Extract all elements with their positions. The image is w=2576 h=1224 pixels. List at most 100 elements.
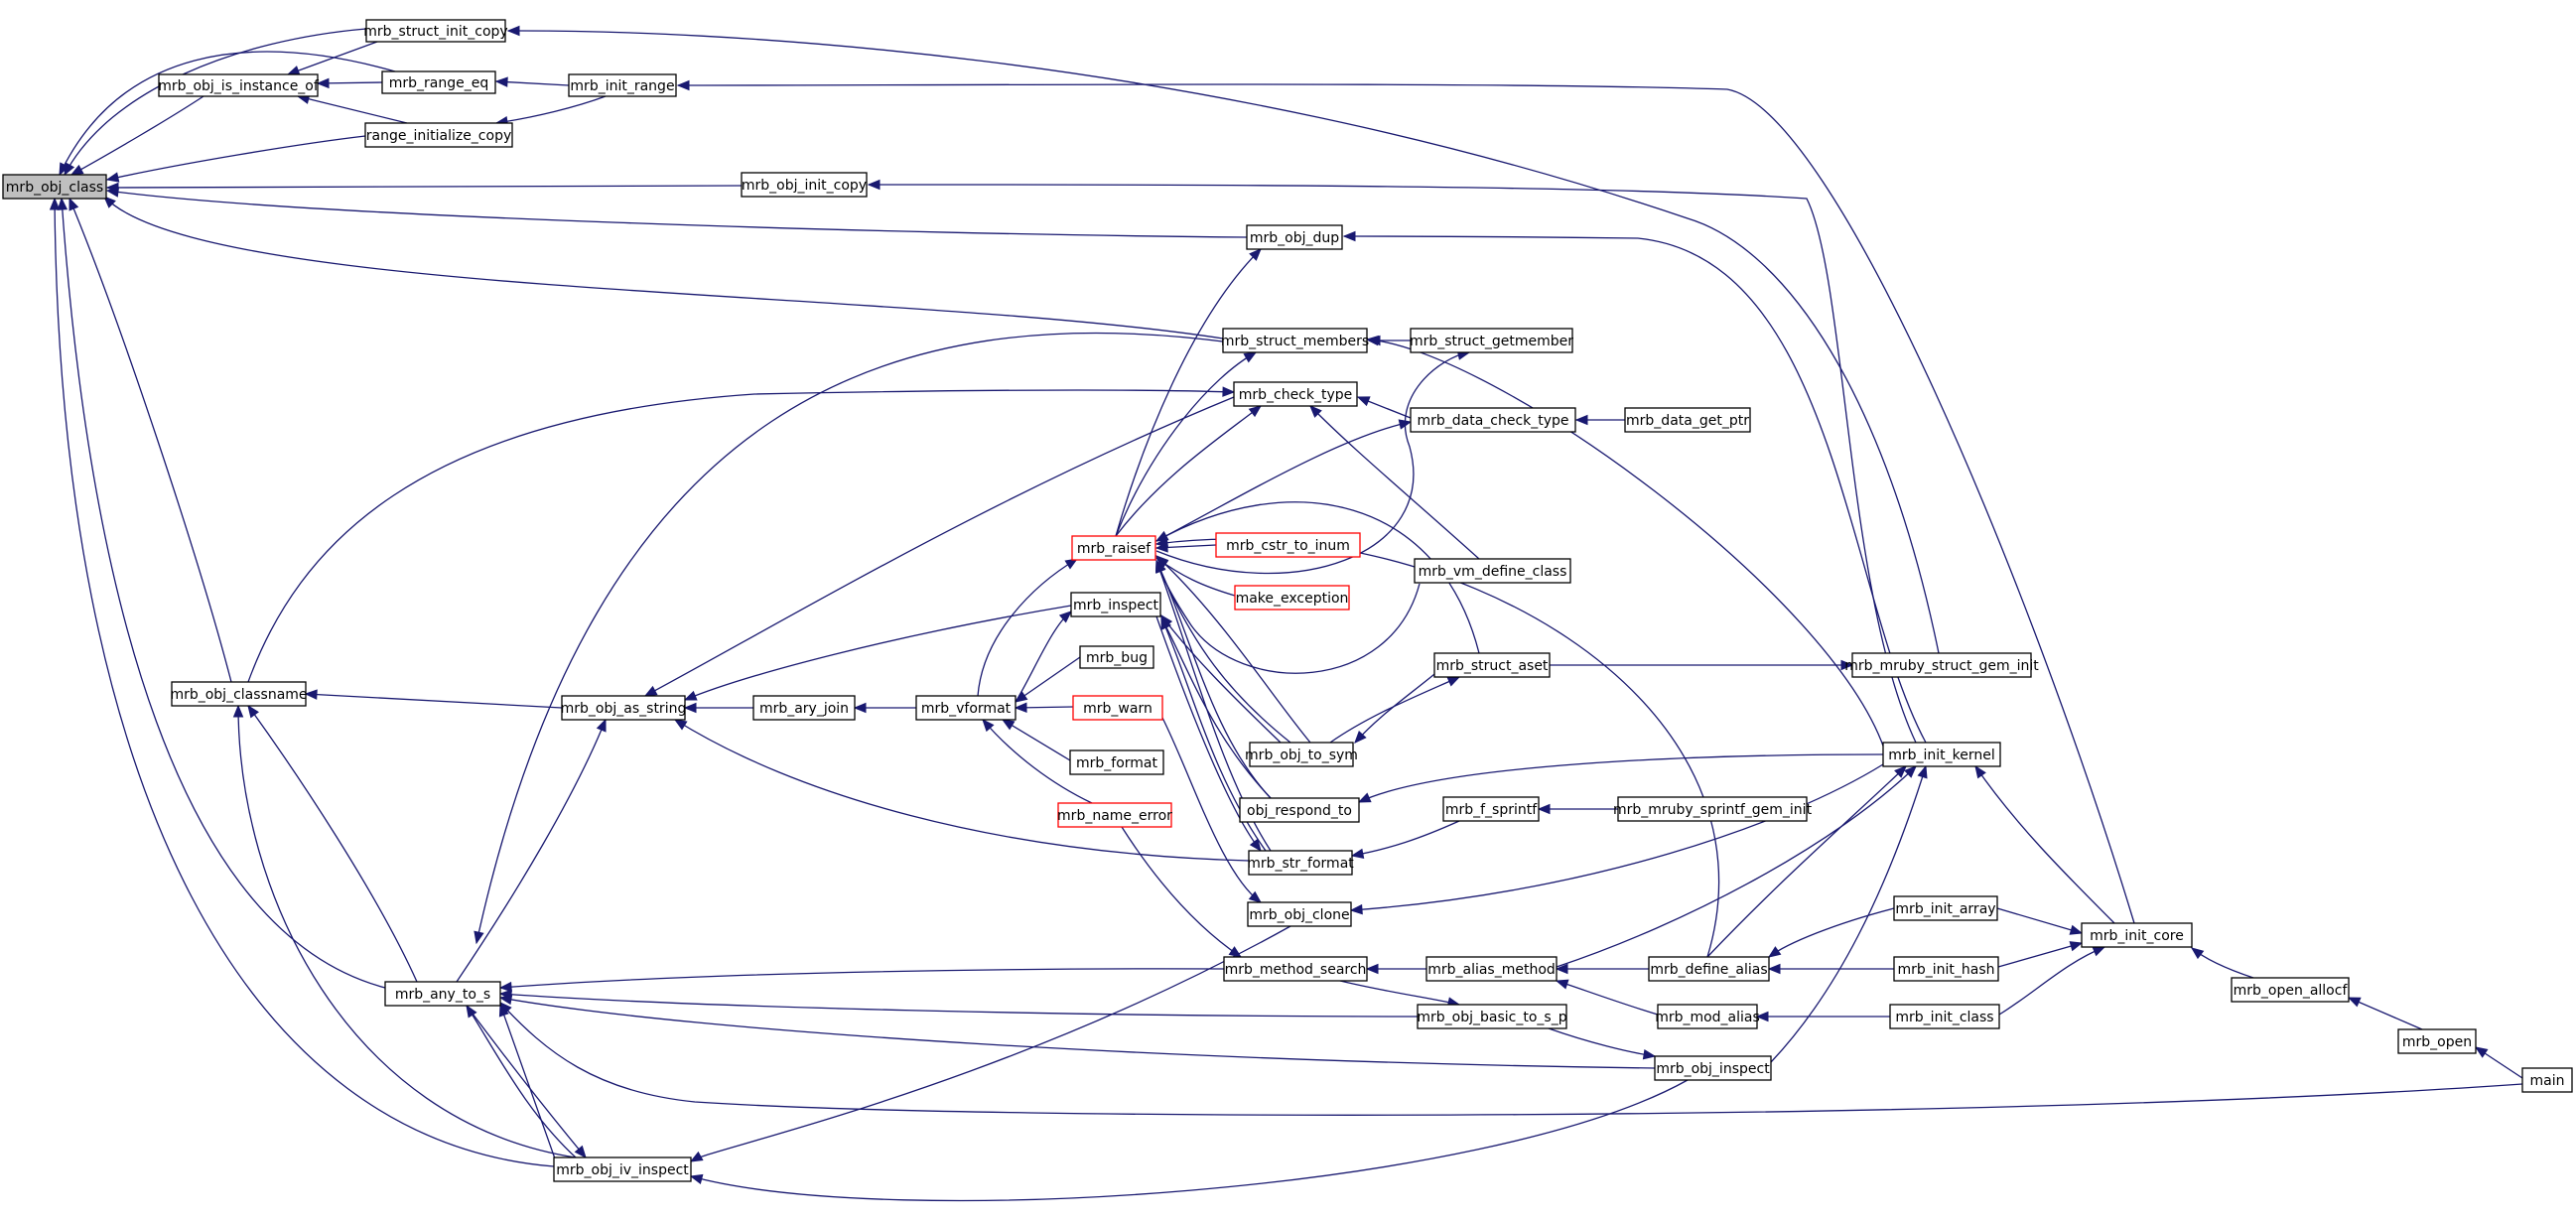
edge-n41-to-n30: [1706, 765, 1907, 958]
node-label: mrb_obj_class: [6, 180, 103, 196]
graph-node-mrb-obj-iv-inspect[interactable]: mrb_obj_iv_inspect: [553, 1156, 692, 1182]
graph-node-mrb-raisef[interactable]: mrb_raisef: [1071, 535, 1156, 561]
graph-node-mrb-open[interactable]: mrb_open: [2397, 1028, 2477, 1054]
edge-arrowhead: [596, 718, 607, 733]
graph-node-mrb-check-type[interactable]: mrb_check_type: [1233, 381, 1358, 407]
graph-node-mrb-method-search[interactable]: mrb_method_search: [1223, 956, 1368, 982]
graph-node-mrb-obj-classname[interactable]: mrb_obj_classname: [170, 681, 308, 707]
graph-node-obj-respond-to[interactable]: obj_respond_to: [1239, 797, 1360, 823]
graph-node-mrb-vformat[interactable]: mrb_vformat: [915, 695, 1017, 721]
edge-arrowhead: [494, 76, 508, 87]
node-box: [2521, 1067, 2573, 1093]
graph-node-mrb-obj-is-instance-of[interactable]: mrb_obj_is_instance_of: [158, 73, 320, 97]
node-label: mrb_check_type: [1239, 387, 1353, 403]
edge-n39-to-n44: [1339, 980, 1460, 1006]
node-label: mrb_obj_to_sym: [1245, 748, 1358, 763]
graph-node-mrb-any-to-s[interactable]: mrb_any_to_s: [384, 981, 501, 1007]
graph-node-mrb-alias-method[interactable]: mrb_alias_method: [1425, 956, 1558, 982]
edge-arrowhead: [643, 685, 658, 697]
graph-node-mrb-inspect[interactable]: mrb_inspect: [1070, 592, 1161, 617]
edge-arrowhead: [1155, 555, 1168, 568]
node-label: mrb_struct_init_copy: [363, 24, 507, 40]
graph-node-mrb-init-range[interactable]: mrb_init_range: [568, 73, 677, 97]
edge-n9-to-n38: [475, 332, 1232, 944]
graph-node-mrb-bug[interactable]: mrb_bug: [1079, 645, 1154, 669]
node-box: [158, 73, 319, 97]
graph-node-range-initialize-copy[interactable]: range_initialize_copy: [364, 122, 513, 148]
edge-n50-to-n26: [237, 705, 577, 1158]
graph-node-mrb-mod-alias[interactable]: mrb_mod_alias: [1655, 1004, 1760, 1029]
edge-n18-to-n20: [684, 605, 1072, 701]
graph-node-mrb-mruby-struct-gem-init[interactable]: mrb_mruby_struct_gem_init: [1844, 652, 2039, 678]
node-label: mrb_struct_aset: [1436, 658, 1549, 674]
graph-node-mrb-obj-clone[interactable]: mrb_obj_clone: [1247, 901, 1352, 927]
node-label: mrb_obj_inspect: [1656, 1061, 1770, 1077]
edge-arrowhead: [1154, 537, 1169, 548]
edge-arrowhead: [1222, 386, 1236, 397]
graph-node-mrb-obj-to-sym[interactable]: mrb_obj_to_sym: [1245, 742, 1358, 767]
graph-node-mrb-range-eq[interactable]: mrb_range_eq: [381, 70, 496, 94]
graph-node-mrb-init-array[interactable]: mrb_init_array: [1893, 895, 1998, 921]
graph-node-mrb-define-alias[interactable]: mrb_define_alias: [1648, 956, 1770, 982]
edge-arrowhead: [105, 172, 120, 183]
graph-node-mrb-mruby-sprintf-gem-init[interactable]: mrb_mruby_sprintf_gem_init: [1613, 796, 1813, 822]
node-label: mrb_init_array: [1895, 901, 1995, 917]
edge-n19-to-n22: [1015, 656, 1081, 703]
node-box: [568, 73, 677, 97]
edge-n38-to-n26: [247, 705, 418, 983]
graph-node-mrb-obj-basic-to-s-p[interactable]: mrb_obj_basic_to_s_p: [1417, 1004, 1567, 1029]
edge-arrowhead: [1840, 659, 1854, 671]
edge-arrowhead: [304, 689, 318, 700]
graph-node-mrb-vm-define-class[interactable]: mrb_vm_define_class: [1414, 558, 1571, 584]
node-label: mrb_init_hash: [1897, 962, 1994, 978]
node-label: mrb_ary_join: [759, 701, 849, 717]
edge-n38-to-n20: [456, 719, 607, 983]
graph-node-mrb-obj-as-string[interactable]: mrb_obj_as_string: [561, 695, 687, 721]
node-label: mrb_mruby_sprintf_gem_init: [1613, 802, 1813, 818]
graph-node-mrb-struct-aset[interactable]: mrb_struct_aset: [1433, 652, 1551, 678]
graph-node-mrb-obj-init-copy[interactable]: mrb_obj_init_copy: [741, 172, 868, 198]
node-box: [1648, 956, 1770, 982]
graph-node-mrb-init-core[interactable]: mrb_init_core: [2081, 922, 2193, 948]
graph-node-mrb-data-check-type[interactable]: mrb_data_check_type: [1410, 407, 1576, 433]
graph-node-mrb-f-sprintf[interactable]: mrb_f_sprintf: [1442, 796, 1540, 822]
graph-node-mrb-struct-init-copy[interactable]: mrb_struct_init_copy: [363, 19, 508, 43]
edge-arrowhead: [506, 25, 520, 37]
graph-node-mrb-ary-join[interactable]: mrb_ary_join: [752, 695, 856, 721]
edge-arrowhead: [1058, 611, 1072, 623]
graph-node-mrb-obj-class[interactable]: mrb_obj_class: [2, 174, 107, 200]
node-box: [1851, 652, 2032, 678]
node-label: mrb_alias_method: [1427, 962, 1556, 978]
graph-node-make-exception[interactable]: make_exception: [1234, 585, 1350, 611]
node-box: [1057, 802, 1172, 828]
edge-arrowhead: [689, 1173, 704, 1184]
node-label: mrb_obj_is_instance_of: [158, 78, 320, 94]
edge-n48-to-n38: [499, 997, 1656, 1069]
node-box: [1889, 1004, 2000, 1029]
graph-node-mrb-init-hash[interactable]: mrb_init_hash: [1893, 956, 1999, 982]
edge-n29-to-n14: [1155, 555, 1311, 744]
node-label: mrb_init_kernel: [1888, 748, 1995, 763]
graph-node-mrb-struct-getmember[interactable]: mrb_struct_getmember: [1410, 328, 1573, 353]
graph-node-mrb-cstr-to-inum[interactable]: mrb_cstr_to_inum: [1215, 532, 1361, 558]
node-label: mrb_struct_getmember: [1410, 334, 1573, 349]
graph-node-mrb-name-error[interactable]: mrb_name_error: [1057, 802, 1172, 828]
edge-n6-to-n1: [106, 135, 366, 181]
edge-n44-to-n48: [1548, 1027, 1656, 1057]
edge-n37-to-n5: [677, 83, 2135, 924]
graph-node-mrb-open-allocf[interactable]: mrb_open_allocf: [2231, 977, 2350, 1003]
graph-node-mrb-warn[interactable]: mrb_warn: [1072, 695, 1163, 721]
node-label: mrb_init_class: [1895, 1010, 1993, 1025]
graph-node-mrb-data-get-ptr[interactable]: mrb_data_get_ptr: [1624, 407, 1751, 433]
edge-arrowhead: [1354, 730, 1367, 744]
graph-node-main[interactable]: main: [2521, 1067, 2573, 1093]
graph-node-mrb-struct-members[interactable]: mrb_struct_members: [1221, 328, 1369, 353]
graph-node-mrb-format[interactable]: mrb_format: [1069, 749, 1164, 775]
graph-node-mrb-init-kernel[interactable]: mrb_init_kernel: [1882, 742, 2001, 767]
edge-arrowhead: [1160, 615, 1171, 630]
graph-node-mrb-init-class[interactable]: mrb_init_class: [1889, 1004, 2000, 1029]
graph-node-mrb-str-format[interactable]: mrb_str_format: [1247, 850, 1354, 876]
graph-node-mrb-obj-dup[interactable]: mrb_obj_dup: [1246, 224, 1343, 250]
graph-node-mrb-obj-inspect[interactable]: mrb_obj_inspect: [1654, 1055, 1772, 1081]
edge-arrowhead: [1350, 848, 1365, 859]
